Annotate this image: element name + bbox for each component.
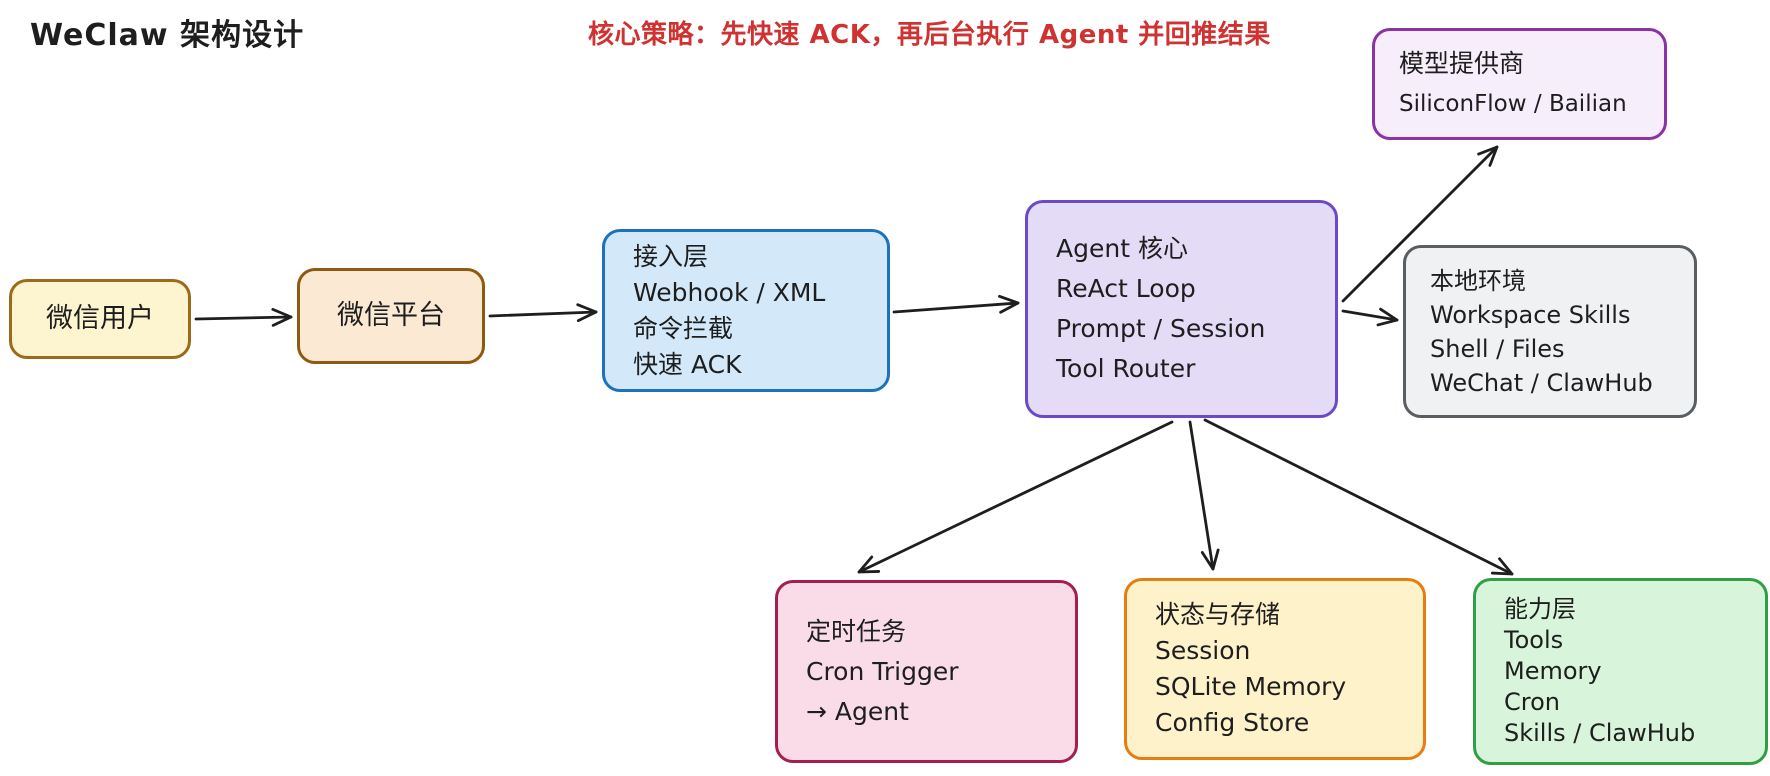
box-line: Webhook / XML (633, 277, 826, 307)
box-line: SQLite Memory (1155, 672, 1347, 701)
box-state-storage: 状态与存储 Session SQLite Memory Config Store (1124, 578, 1426, 760)
arrow-agent-to-model (1341, 145, 1499, 303)
arrow-user-to-platform (194, 307, 293, 327)
box-agent-core: Agent 核心 ReAct Loop Prompt / Session Too… (1025, 200, 1338, 418)
box-line: 快速 ACK (633, 349, 742, 379)
box-line: Session (1155, 636, 1251, 665)
box-line: Skills / ClawHub (1504, 719, 1696, 747)
box-line: SiliconFlow / Bailian (1399, 91, 1627, 117)
box-line: WeChat / ClawHub (1430, 368, 1653, 397)
box-wechat-platform: 微信平台 (297, 268, 485, 364)
box-line: Prompt / Session (1056, 314, 1266, 343)
box-line: Agent 核心 (1056, 234, 1188, 263)
box-line: 接入层 (633, 241, 709, 271)
box-line: Workspace Skills (1430, 300, 1631, 329)
box-line: Config Store (1155, 708, 1310, 737)
box-line: 模型提供商 (1399, 49, 1525, 78)
box-model-provider: 模型提供商 SiliconFlow / Bailian (1372, 28, 1667, 140)
box-capability-layer: 能力层 Tools Memory Cron Skills / ClawHub (1473, 578, 1768, 765)
box-line: → Agent (806, 696, 909, 726)
box-line: 本地环境 (1430, 266, 1526, 295)
box-line: 能力层 (1504, 595, 1576, 623)
box-line: Cron Trigger (806, 656, 959, 686)
box-line: Shell / Files (1430, 334, 1565, 363)
box-line: 命令拦截 (633, 313, 734, 343)
box-line: 微信用户 (46, 303, 154, 334)
arrow-access-to-agent (892, 294, 1020, 314)
box-cron-tasks: 定时任务 Cron Trigger → Agent (775, 580, 1078, 763)
box-line: 定时任务 (806, 616, 907, 646)
box-line: 状态与存储 (1155, 600, 1281, 629)
page-title: WeClaw 架构设计 (30, 18, 305, 53)
box-line: ReAct Loop (1056, 274, 1196, 303)
box-line: Memory (1504, 657, 1602, 685)
box-line: Tools (1504, 626, 1564, 654)
arrow-agent-to-storage (1188, 420, 1220, 571)
box-line: Tool Router (1056, 354, 1196, 383)
arrow-agent-to-capability (1203, 418, 1514, 576)
box-line: 微信平台 (337, 300, 445, 331)
box-access-layer: 接入层 Webhook / XML 命令拦截 快速 ACK (602, 229, 890, 392)
arrow-agent-to-local-env (1341, 307, 1399, 327)
arrow-agent-to-cron (857, 420, 1174, 574)
box-local-env: 本地环境 Workspace Skills Shell / Files WeCh… (1403, 245, 1697, 418)
arrow-platform-to-access (488, 303, 598, 323)
strategy-annotation: 核心策略：先快速 ACK，再后台执行 Agent 并回推结果 (588, 20, 1271, 50)
box-line: Cron (1504, 688, 1560, 716)
box-wechat-user: 微信用户 (9, 279, 191, 359)
